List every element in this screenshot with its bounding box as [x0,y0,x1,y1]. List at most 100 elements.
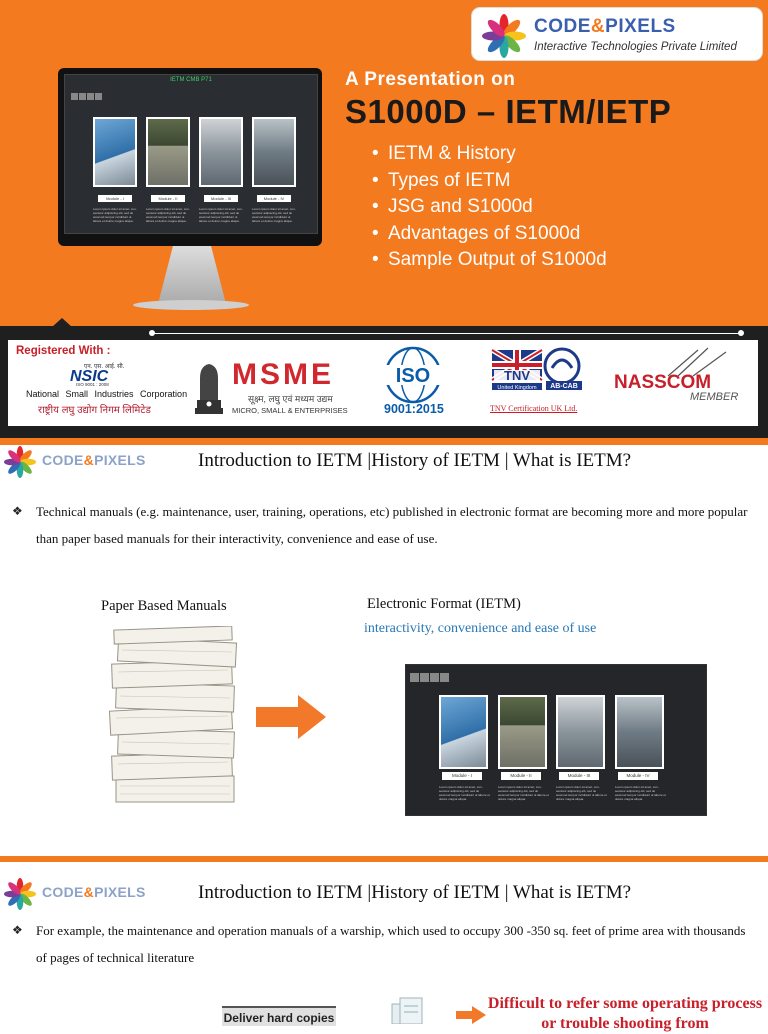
module-3-desc: Lorem ipsum dolor sit amet, con- sectetu… [556,785,607,801]
module-1-desc: Lorem ipsum dolor sit amet, con- sectetu… [93,207,137,223]
registered-label: Registered With : [16,345,111,357]
brand-tagline: Interactive Technologies Private Limited [534,41,737,53]
iso-number: 9001:2015 [384,402,444,416]
ashoka-emblem-icon [195,364,223,414]
screen-title: IETM CMB P71 [170,77,212,83]
diamond-bullet-icon: ❖ [12,504,23,518]
right-arrow-icon [256,695,326,739]
slider-track [152,333,742,334]
module-2-label[interactable]: Module - II [501,772,541,780]
home-icon [71,93,78,100]
pinwheel-logo-icon [482,14,526,58]
diamond-bullet-icon: ❖ [12,923,23,937]
module-2-label[interactable]: Module - II [151,195,185,202]
documents-icon [391,997,423,1024]
nsic-hindi-name: राष्ट्रीय लघु उद्योग निगम लिमिटेड [38,405,151,416]
module-3-image[interactable] [199,117,243,187]
module-2-desc: Lorem ipsum dolor sit amet, con- sectetu… [498,785,549,801]
tnv-sub: United Kingdom [497,385,537,391]
slide3-heading: Introduction to IETM |History of IETM | … [198,882,632,903]
monitor-illustration: IETM CMB P71 Module - I Module - II Modu… [58,68,322,246]
topic-item: IETM & History [372,141,607,168]
deliver-hard-copies-box: Deliver hard copies [222,1006,336,1026]
company-logo: CODE&PIXELS Interactive Technologies Pri… [472,8,762,60]
module-1-label[interactable]: Module - I [98,195,132,202]
module-3-label[interactable]: Module - III [559,772,599,780]
home-icon [410,673,419,682]
paper-caption: Paper Based Manuals [101,598,227,614]
monitor-base [133,300,249,310]
module-4-label[interactable]: Module - IV [618,772,658,780]
ietm-screen-preview: Module - I Module - II Module - III Modu… [405,664,707,816]
monitor-screen: IETM CMB P71 Module - I Module - II Modu… [64,74,318,234]
module-4-label[interactable]: Module - IV [257,195,291,202]
pinwheel-logo-icon [4,446,36,478]
difficulty-text: Difficult to refer some operating proces… [487,995,763,1032]
slider-dot-right[interactable] [738,330,744,336]
module-3-image[interactable] [556,695,605,769]
screen-toolbar [71,87,103,105]
slide-title: CODE&PIXELS Interactive Technologies Pri… [0,0,768,440]
slide-separator [0,438,768,445]
msme-subtitle: MICRO, SMALL & ENTERPRISES [232,406,348,415]
slide-separator [0,856,768,862]
module-1-image[interactable] [439,695,488,769]
module-2-desc: Lorem ipsum dolor sit amet, con- sectetu… [146,207,190,223]
back-icon [79,93,86,100]
right-arrow-icon [456,1006,486,1024]
slider-dot-left[interactable] [149,330,155,336]
nsic-hindi-abbrev: एन. एस. आई. सी. [84,364,125,370]
brand-name: CODE&PIXELS [42,884,146,900]
module-1-desc: Lorem ipsum dolor sit amet, con- sectetu… [439,785,490,801]
nasscom-member: MEMBER [690,391,739,403]
presentation-intro: A Presentation on [345,69,516,90]
tnv-flag-icon: TNV United Kingdom AB-CAB [490,347,582,391]
topic-item: Types of IETM [372,168,607,195]
slide3-logo: CODE&PIXELS [4,878,164,910]
module-2-image[interactable] [146,117,190,187]
nsic-logo: NSIC [70,368,109,385]
print-icon [95,93,102,100]
module-4-image[interactable] [615,695,664,769]
back-icon [420,673,429,682]
module-3-label[interactable]: Module - III [204,195,238,202]
electronic-caption: Electronic Format (IETM) [367,596,521,612]
band-pointer [52,318,72,327]
nasscom-logo: NASSCOM [614,372,712,393]
monitor-stand [158,246,226,304]
brand-name: CODE&PIXELS [42,452,146,468]
forward-icon [87,93,94,100]
module-4-image[interactable] [252,117,296,187]
paper-stack-image [108,626,238,803]
module-4-desc: Lorem ipsum dolor sit amet, con- sectetu… [615,785,666,801]
print-icon [440,673,449,682]
slide2-heading: Introduction to IETM |History of IETM | … [198,450,632,471]
topic-item: Advantages of S1000d [372,221,607,248]
module-3-desc: Lorem ipsum dolor sit amet, con- sectetu… [199,207,243,223]
module-2-image[interactable] [498,695,547,769]
registration-panel: Registered With : एन. एस. आई. सी. NSIC I… [8,340,758,426]
tnv-caption: TNV Certification UK Ltd. [490,404,578,413]
iso-word: ISO [396,365,430,387]
slide2-paragraph: Technical manuals (e.g. maintenance, use… [36,504,748,546]
msme-logo: MSME [232,358,334,391]
tnv-word: TNV [504,368,530,383]
electronic-subcaption: interactivity, convenience and ease of u… [364,621,597,636]
brand-name: CODE&PIXELS [534,16,676,37]
nsic-name: National Small Industries Corporation [26,389,188,399]
module-4-desc: Lorem ipsum dolor sit amet, con- sectetu… [252,207,296,223]
topic-item: Sample Output of S1000d [372,247,607,274]
forward-icon [430,673,439,682]
nasscom-swoosh-icon [667,347,727,377]
deliver-label: Deliver hard copies [223,1011,335,1025]
module-1-image[interactable] [93,117,137,187]
pinwheel-logo-icon [4,878,36,910]
module-1-label[interactable]: Module - I [442,772,482,780]
slide3-paragraph: For example, the maintenance and operati… [36,923,746,965]
presentation-title: S1000D – IETM/IETP [345,93,672,130]
topic-list: IETM & History Types of IETM JSG and S10… [372,141,607,274]
slide2-logo: CODE&PIXELS [4,446,164,478]
topic-item: JSG and S1000d [372,194,607,221]
ab-cab-badge-icon: AB-CAB [550,383,578,390]
screen-toolbar [410,669,450,687]
